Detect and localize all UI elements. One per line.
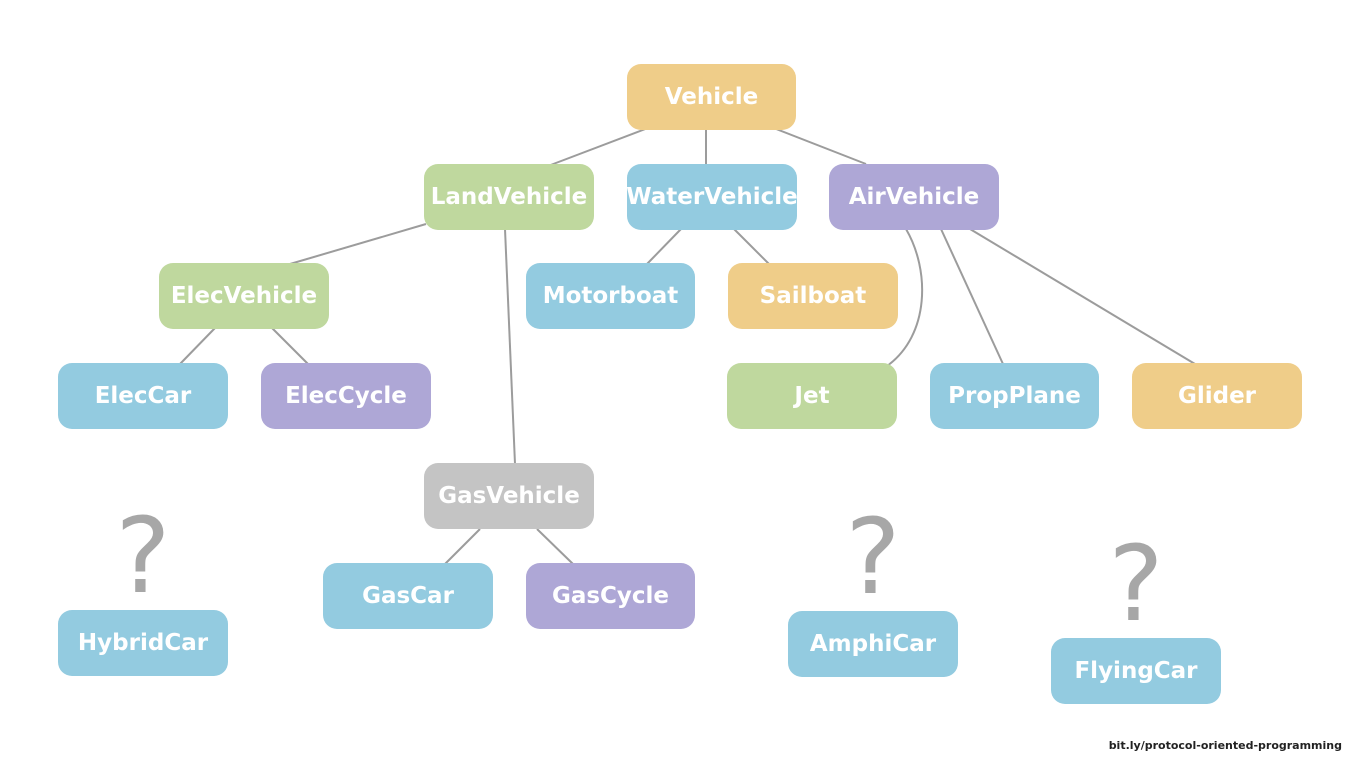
node-label: ElecVehicle bbox=[171, 283, 317, 309]
edge-watervehicle-sailboat bbox=[733, 228, 770, 265]
edges bbox=[179, 126, 1196, 565]
edge-airvehicle-propplane bbox=[940, 228, 1004, 365]
node-label: ElecCycle bbox=[285, 383, 407, 409]
node-box bbox=[424, 463, 594, 529]
node-box bbox=[788, 611, 958, 677]
node-box bbox=[323, 563, 493, 629]
node-box bbox=[728, 263, 898, 329]
edge-vehicle-landvehicle bbox=[547, 127, 649, 167]
edge-airvehicle-jet bbox=[886, 228, 924, 367]
node-eleccycle: ElecCycle bbox=[261, 363, 431, 429]
edge-landvehicle-elecvehicle bbox=[289, 223, 427, 265]
orphan-amphicar: ? AmphiCar bbox=[788, 496, 958, 677]
node-glider: Glider bbox=[1132, 363, 1302, 429]
node-label: Jet bbox=[792, 383, 829, 409]
edge-gasvehicle-gascar bbox=[444, 528, 481, 565]
edge-watervehicle-motorboat bbox=[646, 228, 682, 265]
node-box bbox=[627, 164, 797, 230]
orphan-flyingcar: ? FlyingCar bbox=[1051, 523, 1221, 704]
question-mark-icon: ? bbox=[845, 496, 900, 618]
node-box bbox=[424, 164, 594, 230]
node-label: GasVehicle bbox=[438, 483, 580, 509]
node-box bbox=[1051, 638, 1221, 704]
node-label: WaterVehicle bbox=[626, 184, 798, 210]
node-box bbox=[930, 363, 1099, 429]
node-label: Motorboat bbox=[543, 283, 679, 309]
node-label: AmphiCar bbox=[810, 631, 937, 657]
node-label: Vehicle bbox=[665, 84, 759, 110]
edge-landvehicle-gasvehicle bbox=[504, 228, 516, 465]
node-propplane: PropPlane bbox=[930, 363, 1099, 429]
node-box bbox=[727, 363, 897, 429]
node-box bbox=[58, 363, 228, 429]
node-box bbox=[829, 164, 999, 230]
node-label: Glider bbox=[1178, 383, 1257, 409]
node-label: ElecCar bbox=[95, 383, 192, 409]
node-label: GasCar bbox=[362, 583, 454, 609]
node-label: Sailboat bbox=[760, 283, 867, 309]
node-landvehicle: LandVehicle bbox=[424, 164, 594, 230]
node-sailboat: Sailboat bbox=[728, 263, 898, 329]
node-box bbox=[526, 263, 695, 329]
node-airvehicle: AirVehicle bbox=[829, 164, 999, 230]
node-label: GasCycle bbox=[552, 583, 669, 609]
footer-link[interactable]: bit.ly/protocol-oriented-programming bbox=[1108, 739, 1342, 752]
orphan-hybridcar: ? HybridCar bbox=[58, 495, 228, 676]
node-box bbox=[58, 610, 228, 676]
node-label: HybridCar bbox=[78, 630, 209, 656]
node-box bbox=[627, 64, 796, 130]
node-box bbox=[159, 263, 329, 329]
edge-elecvehicle-eleccycle bbox=[271, 327, 309, 365]
question-mark-icon: ? bbox=[1108, 523, 1163, 645]
node-jet: Jet bbox=[727, 363, 897, 429]
node-label: AirVehicle bbox=[849, 184, 980, 210]
node-label: LandVehicle bbox=[431, 184, 588, 210]
node-gascycle: GasCycle bbox=[526, 563, 695, 629]
edge-gasvehicle-gascycle bbox=[536, 528, 574, 565]
node-box bbox=[261, 363, 431, 429]
node-gascar: GasCar bbox=[323, 563, 493, 629]
edge-elecvehicle-eleccar bbox=[179, 327, 216, 365]
node-watervehicle: WaterVehicle bbox=[626, 164, 798, 230]
node-label: FlyingCar bbox=[1074, 658, 1198, 684]
node-eleccar: ElecCar bbox=[58, 363, 228, 429]
question-mark-icon: ? bbox=[115, 495, 170, 617]
node-motorboat: Motorboat bbox=[526, 263, 695, 329]
node-box bbox=[1132, 363, 1302, 429]
node-vehicle: Vehicle bbox=[627, 64, 796, 130]
edge-airvehicle-glider bbox=[969, 228, 1196, 365]
edge-vehicle-airvehicle bbox=[770, 126, 867, 165]
node-gasvehicle: GasVehicle bbox=[424, 463, 594, 529]
node-box bbox=[526, 563, 695, 629]
node-label: PropPlane bbox=[948, 383, 1081, 409]
node-elecvehicle: ElecVehicle bbox=[159, 263, 329, 329]
